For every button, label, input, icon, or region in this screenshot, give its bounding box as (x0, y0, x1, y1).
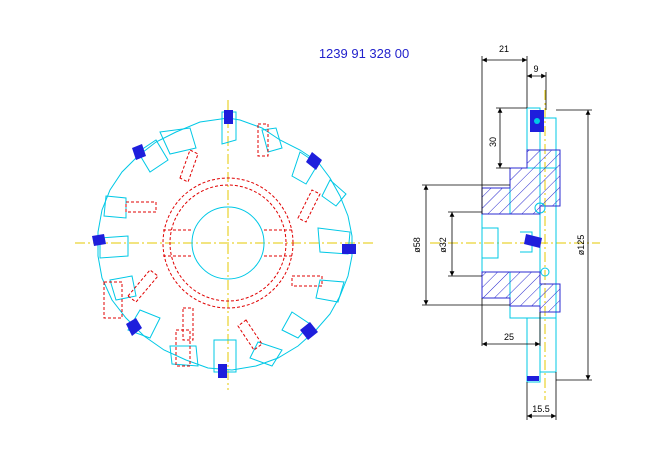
center-bore (191, 206, 265, 280)
clamp-screw-bottom (540, 267, 550, 277)
part-number-title: 1239 91 328 00 (319, 46, 409, 61)
dim-30: 30 (488, 137, 498, 147)
screw-hidden-lines (103, 123, 323, 367)
hub-section-bottom (481, 271, 561, 313)
carbide-inserts (92, 110, 356, 378)
insert-top-right (306, 152, 322, 170)
front-view (75, 100, 375, 390)
hub-hidden-circle (162, 177, 294, 309)
insert-bottom (218, 364, 227, 378)
hub-hidden-circle-inner (169, 184, 287, 302)
side-insert-bottom (527, 376, 539, 381)
dim-25: 25 (504, 332, 514, 342)
side-view (430, 90, 600, 400)
dim-9: 9 (533, 64, 538, 74)
clamp-screw-top (534, 202, 546, 214)
dim-15-5: 15.5 (532, 404, 550, 414)
tooth-pockets (99, 111, 351, 373)
dim-dia-58: ø58 (412, 237, 422, 253)
side-insert-middle (524, 234, 542, 248)
insert-top (224, 110, 233, 124)
front-center-lines (75, 100, 375, 390)
insert-right (342, 244, 356, 254)
cutter-body-outline (97, 117, 353, 371)
dim-21: 21 (499, 44, 509, 54)
dimension-labels: 21 9 30 ø58 ø32 25 ø125 15.5 (412, 44, 586, 414)
insert-top-left (132, 144, 146, 160)
dimensions (422, 56, 592, 420)
hub-section-top (481, 149, 561, 215)
insert-bottom-right (300, 322, 318, 340)
insert-bottom-left (126, 318, 142, 336)
dim-dia-125: ø125 (576, 235, 586, 256)
dim-dia-32: ø32 (438, 237, 448, 253)
insert-left (92, 234, 106, 246)
